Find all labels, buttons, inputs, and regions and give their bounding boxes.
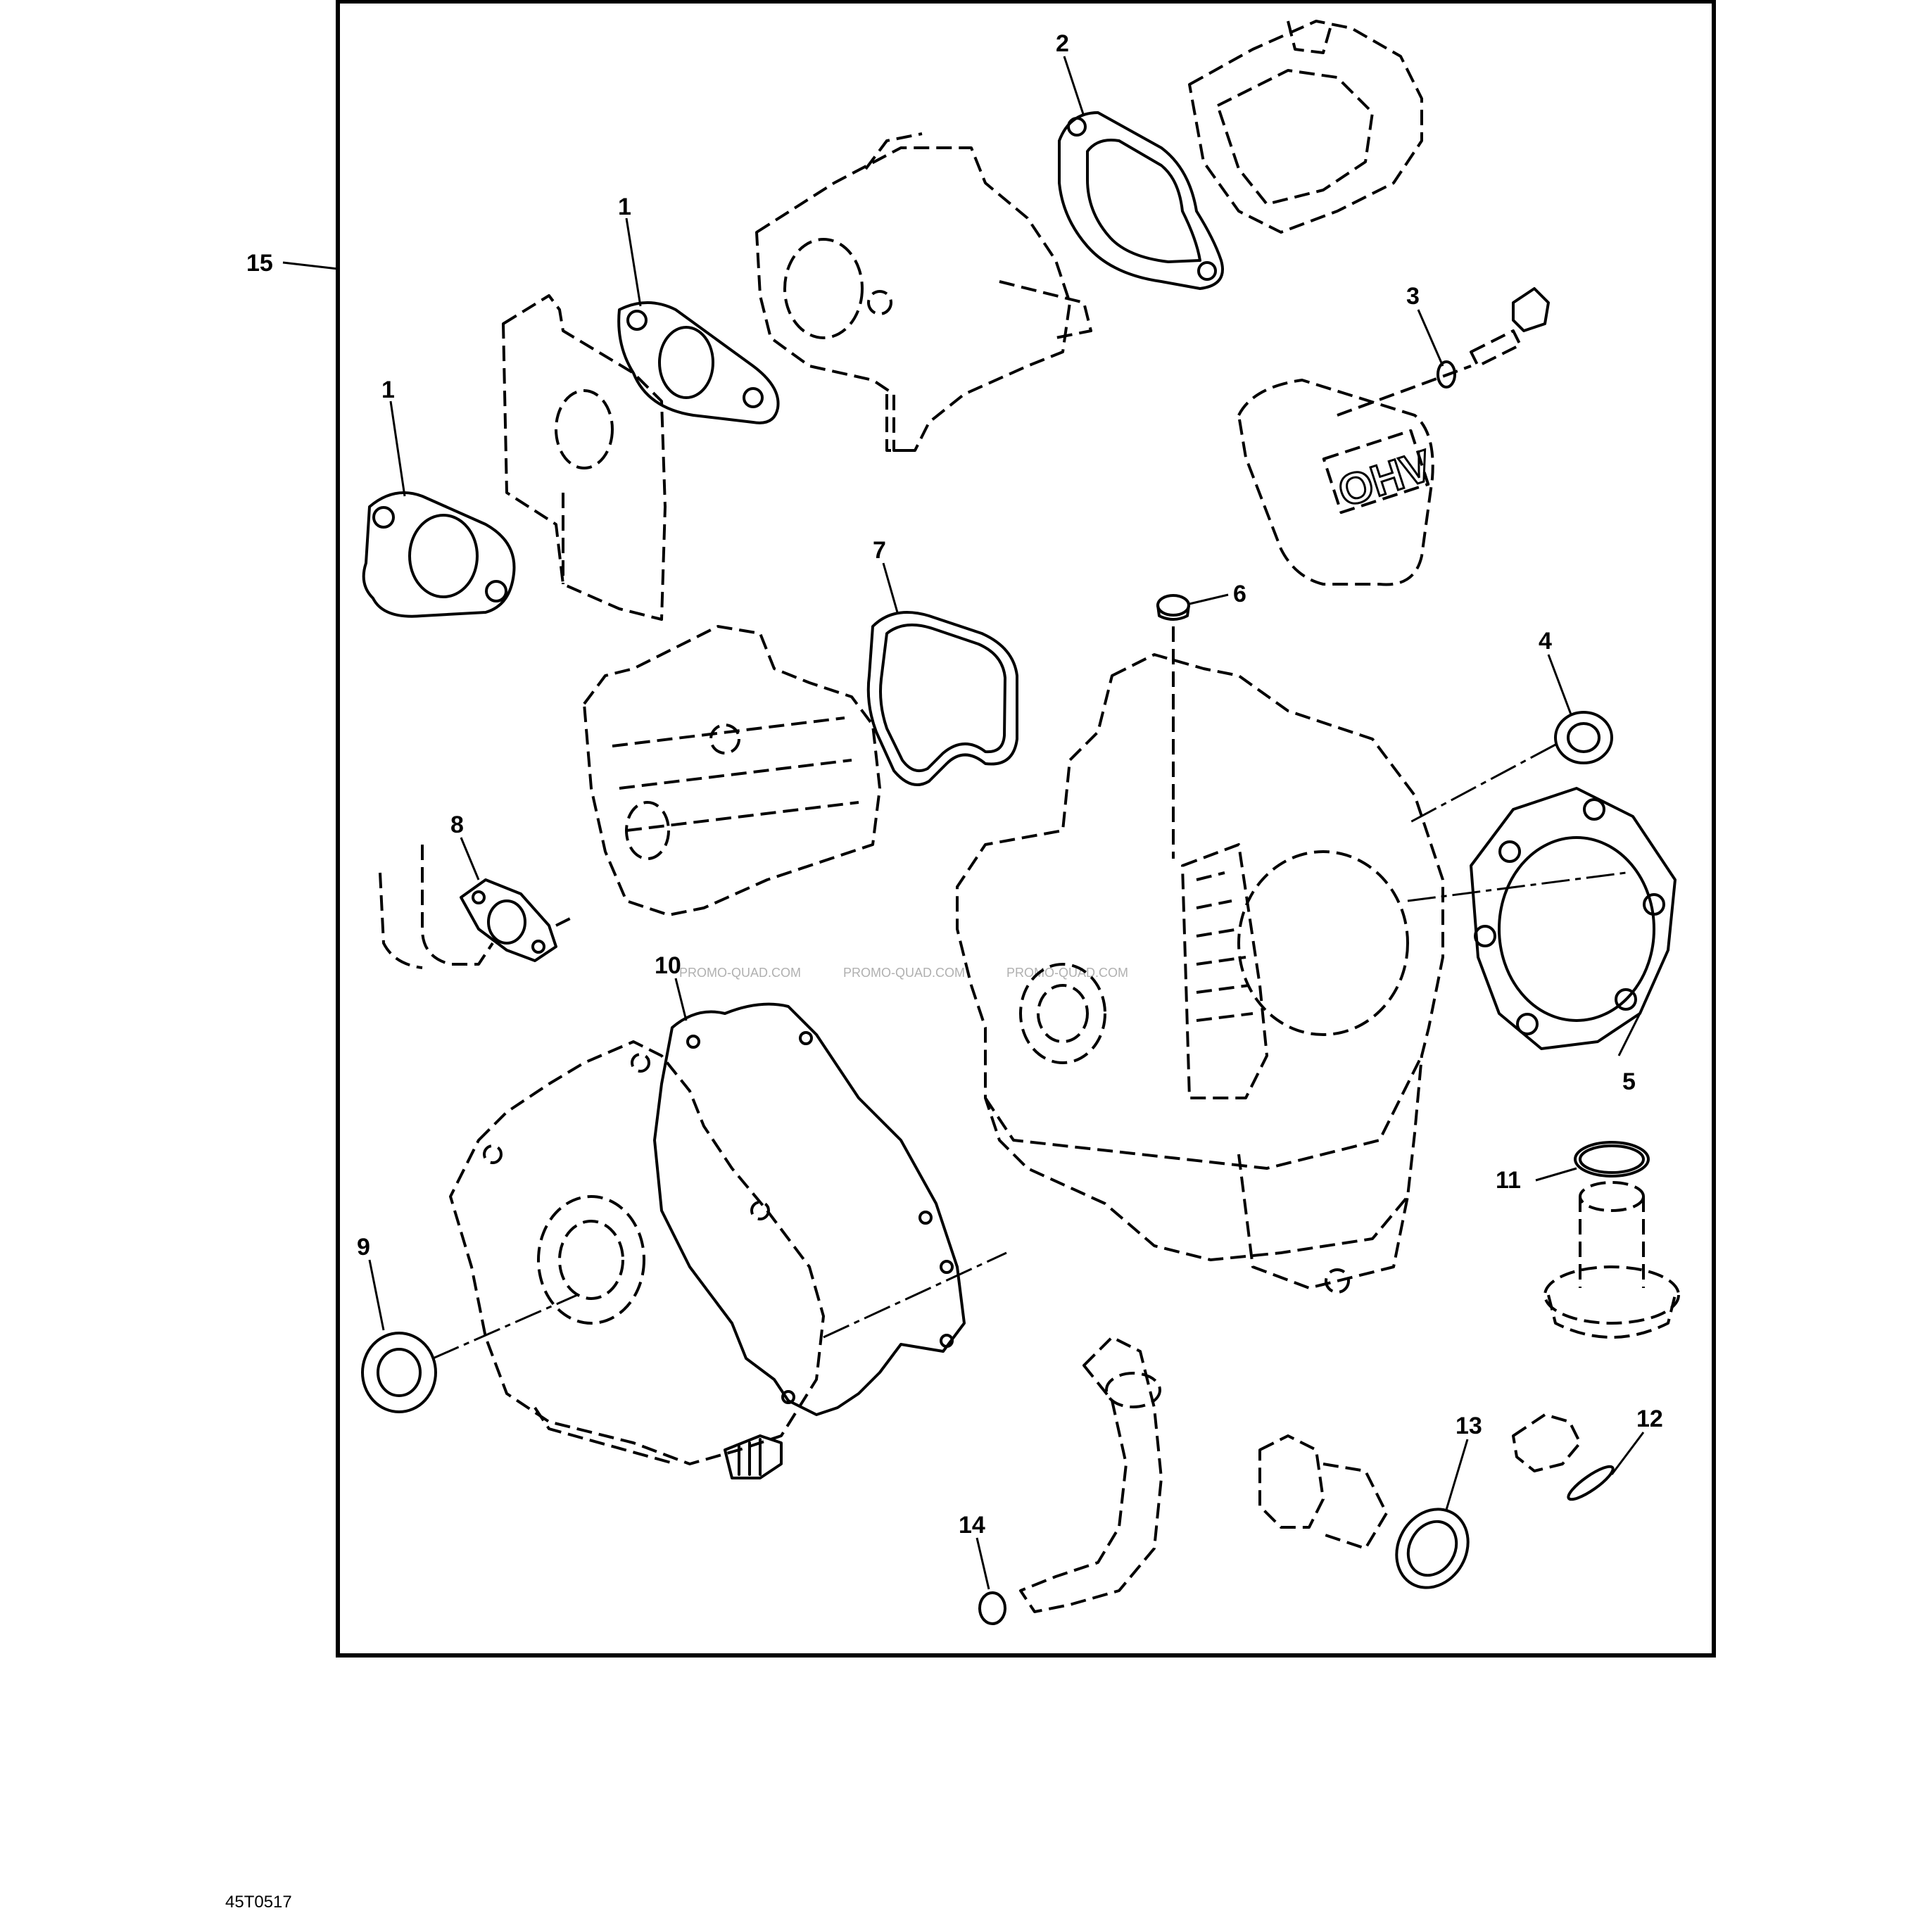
diagram-frame xyxy=(336,0,1716,1658)
callout-14: 14 xyxy=(959,1512,985,1539)
breather-tube xyxy=(1019,1336,1163,1613)
oil-filter-o-ring xyxy=(1574,1141,1650,1177)
callout-6: 6 xyxy=(1233,581,1246,607)
oil-filter-adapter xyxy=(1543,1181,1680,1339)
air-cleaner-base xyxy=(1188,20,1423,234)
callout-2: 2 xyxy=(1056,30,1069,57)
valve-cover-bolt xyxy=(1337,287,1550,417)
cylinder-head xyxy=(583,625,881,916)
crankcase-cover xyxy=(449,1040,825,1465)
valve-seal xyxy=(1156,594,1190,859)
callout-4: 4 xyxy=(1539,628,1552,655)
dipstick-tube-seal xyxy=(1395,1508,1470,1589)
callout-11: 11 xyxy=(1496,1167,1521,1194)
valve-cover-gasket xyxy=(866,611,1018,786)
callout-15: 15 xyxy=(246,250,273,277)
callout-1-upper: 1 xyxy=(618,194,631,220)
callout-13: 13 xyxy=(1456,1413,1482,1439)
callout-5: 5 xyxy=(1622,1068,1636,1095)
carburetor-spacer xyxy=(502,294,667,621)
crankshaft-oil-seal-top xyxy=(1407,711,1613,825)
callout-9: 9 xyxy=(357,1234,370,1261)
watermark-text: PROMO-QUAD.COM xyxy=(1006,966,1128,980)
drain-plug xyxy=(1512,1413,1615,1501)
callout-1-lower: 1 xyxy=(381,377,395,403)
breather-gasket xyxy=(379,845,571,969)
callout-7: 7 xyxy=(873,537,886,564)
callout-8: 8 xyxy=(450,812,464,838)
callout-10: 10 xyxy=(655,952,681,979)
breather-tube-o-ring xyxy=(978,1591,1006,1625)
air-cleaner-gasket xyxy=(1058,111,1224,290)
watermark-text: PROMO-QUAD.COM xyxy=(679,966,801,980)
watermark-text: PROMO-QUAD.COM xyxy=(843,966,965,980)
callout-labels: 1 1 2 3 4 5 6 7 8 9 10 11 12 13 14 15 xyxy=(246,30,1663,1539)
figure-reference: 45T0517 xyxy=(225,1893,292,1912)
engine-block xyxy=(956,653,1444,1294)
crankcase-cover-gasket xyxy=(653,1002,966,1416)
watermark-strip: PROMO-QUAD.COM PROMO-QUAD.COM PROMO-QUAD… xyxy=(679,966,1128,980)
callout-leaders xyxy=(282,56,1645,1590)
valve-cover-ohv-text: OHV xyxy=(1332,441,1437,517)
crankshaft-centerline xyxy=(823,1251,1007,1339)
cylinder-head-gasket xyxy=(1407,787,1677,1050)
dipstick-tube xyxy=(1258,1434,1388,1550)
intake-gasket-lower xyxy=(362,491,516,618)
oil-fill-fitting xyxy=(724,1434,783,1479)
intake-gasket-upper xyxy=(617,301,780,424)
crankshaft-oil-seal-bottom xyxy=(361,1294,578,1413)
callout-3: 3 xyxy=(1406,283,1420,310)
carburetor xyxy=(755,132,1092,452)
callout-12: 12 xyxy=(1636,1406,1663,1432)
valve-cover: OHV xyxy=(1237,379,1439,586)
